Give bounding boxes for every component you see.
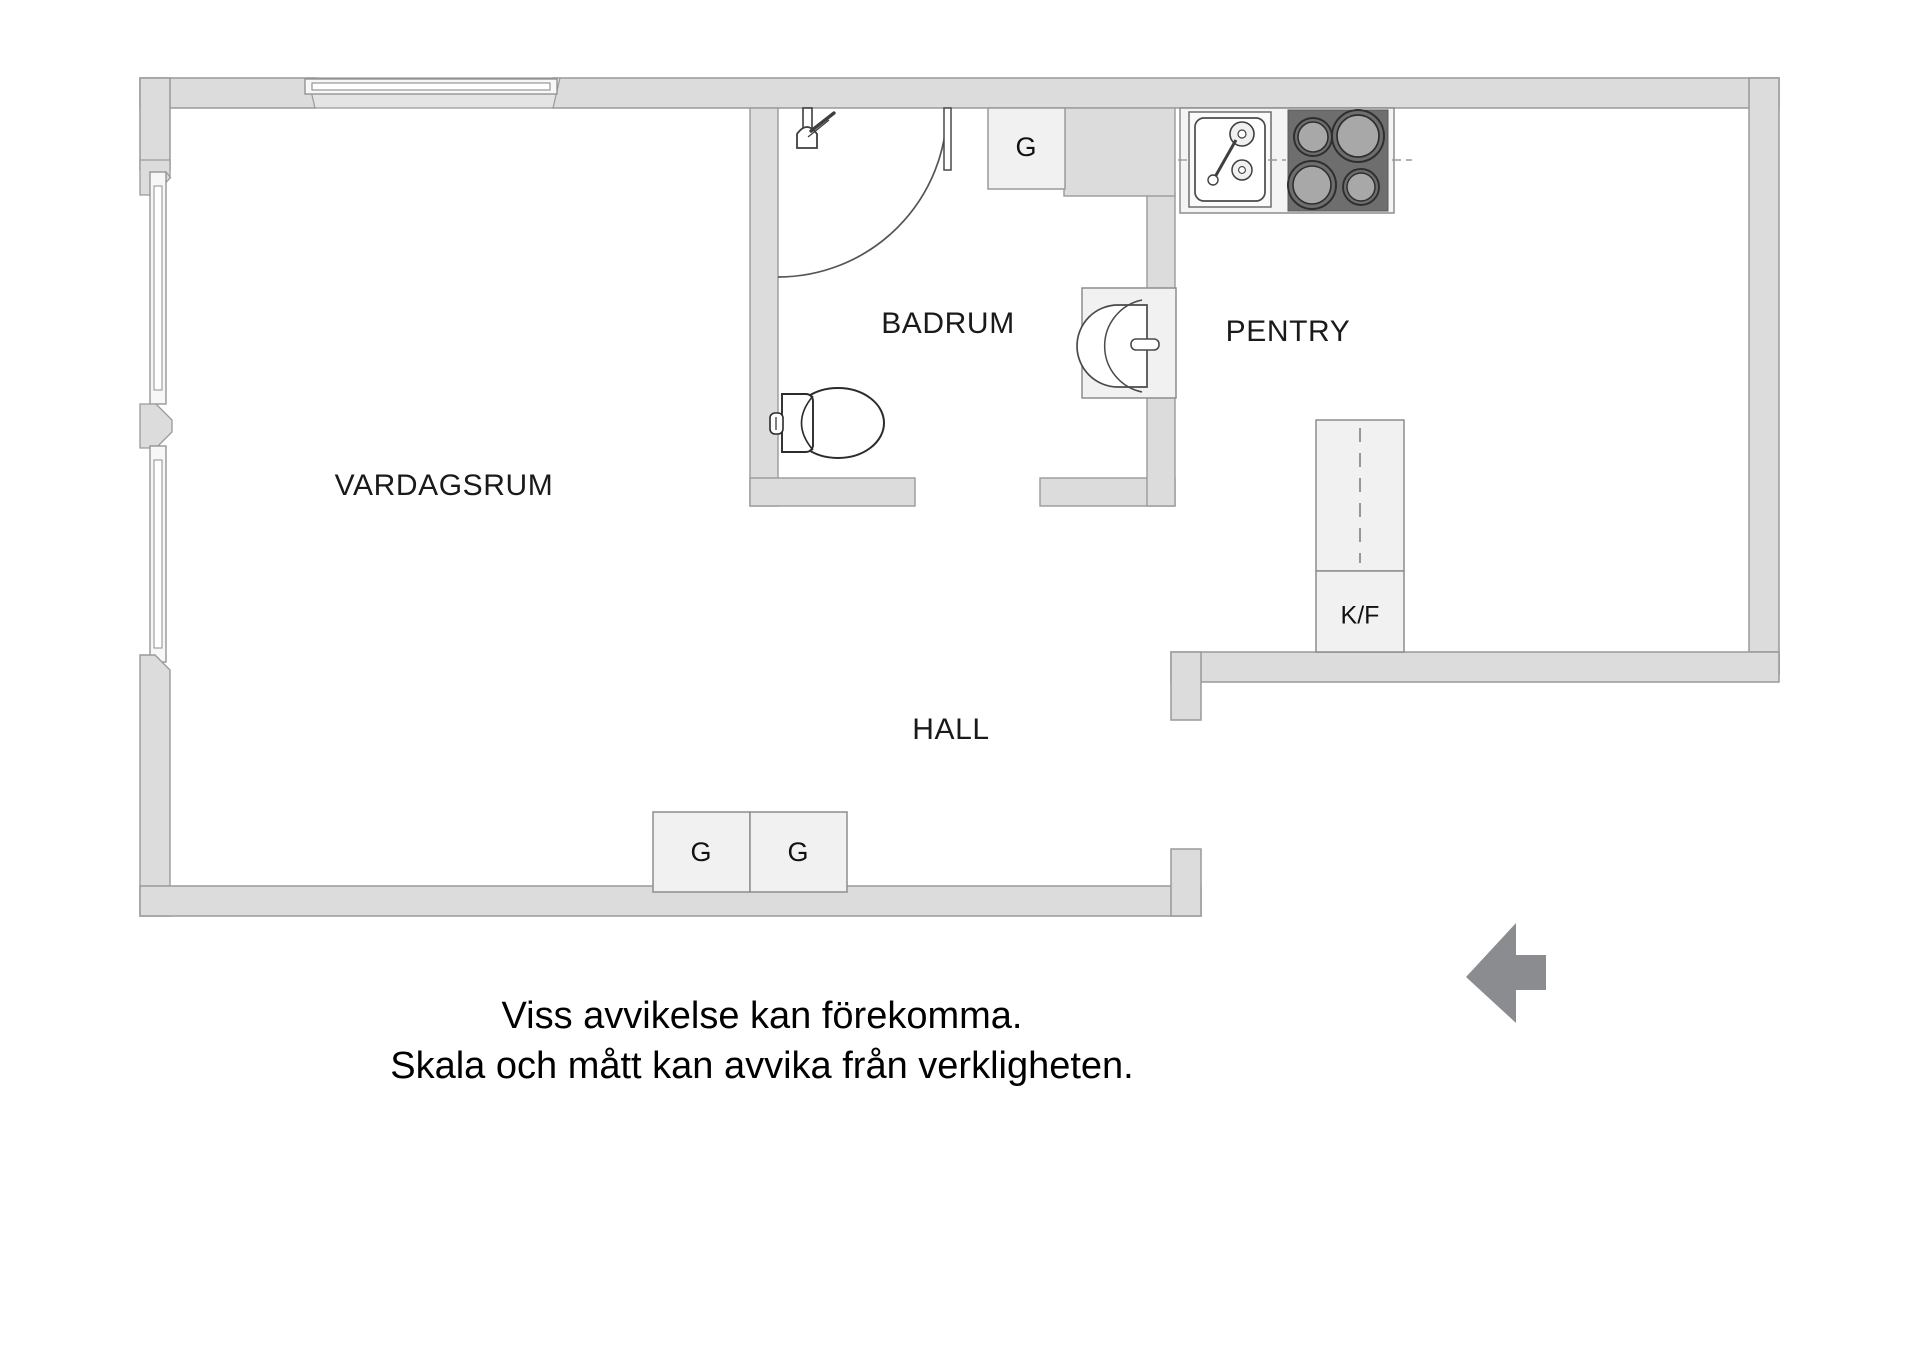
pentry-tall-cabinet	[1315, 419, 1405, 572]
closet-hall-right	[749, 811, 848, 893]
room-label-badrum: BADRUM	[881, 307, 1015, 340]
fridge-freezer-cabinet	[1315, 570, 1405, 653]
wall-badrum-top-right	[1063, 107, 1176, 197]
closet-hall-left	[652, 811, 751, 893]
stove-cooktop-icon	[1287, 109, 1412, 212]
caption-group: Viss avvikelse kan förekomma. Skala och …	[390, 995, 1134, 1087]
wall-left-top	[139, 77, 171, 171]
closet-badrum	[987, 107, 1066, 190]
shower-head-icon	[796, 107, 836, 149]
fridge-freezer-label: K/F	[1341, 602, 1380, 630]
wall-hall-right-lower	[1170, 848, 1202, 917]
entrance-arrow	[1466, 923, 1546, 1023]
kitchen-sink-icon	[1178, 111, 1286, 208]
closet-hall-left-label: G	[690, 837, 711, 867]
kitchen-counter-group	[1178, 107, 1412, 214]
wall-pentry-bottom	[1170, 651, 1780, 683]
window-top	[304, 77, 561, 109]
washing-machine-icon	[1076, 287, 1177, 399]
wall-right-upper	[1748, 77, 1780, 675]
wall-top-right	[552, 77, 1780, 109]
badrum-door	[777, 107, 952, 278]
room-label-vardagsrum: VARDAGSRUM	[335, 469, 554, 502]
window-left-upper	[149, 171, 172, 405]
room-label-pentry: PENTRY	[1226, 315, 1351, 348]
caption-line-1: Viss avvikelse kan förekomma.	[502, 995, 1023, 1037]
closets-group: G G G	[652, 107, 1066, 893]
closet-hall-right-label: G	[787, 837, 808, 867]
walls-group	[139, 77, 1780, 917]
wall-left-bottom	[139, 654, 171, 917]
caption-line-2: Skala och mått kan avvika från verklighe…	[390, 1045, 1134, 1087]
window-left-lower	[149, 445, 167, 663]
wall-left-pier-middle	[139, 403, 173, 449]
toilet-icon	[769, 387, 885, 459]
wall-pentry-left-stub	[1170, 651, 1202, 721]
closet-badrum-label: G	[1015, 132, 1036, 162]
wall-badrum-bottom-left	[749, 477, 916, 507]
pentry-cabinet-group: K/F	[1315, 419, 1405, 653]
wall-badrum-left	[749, 107, 779, 507]
room-labels-group: VARDAGSRUM BADRUM PENTRY HALL	[335, 307, 1351, 746]
room-label-hall: HALL	[912, 713, 989, 746]
